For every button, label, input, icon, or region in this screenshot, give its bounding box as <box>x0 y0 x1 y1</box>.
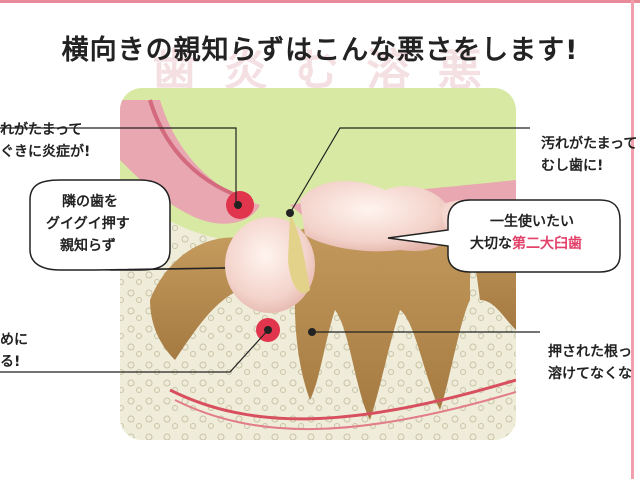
bubble-right-line2-highlight: 第二大臼歯 <box>512 236 582 252</box>
bubble-right-line2-prefix: 大切な <box>470 236 512 252</box>
callout-bottom-right-line2: 溶けてなくな <box>548 366 632 382</box>
right-border <box>631 0 634 479</box>
illustration-panel <box>120 88 516 440</box>
callout-top-right-line2: むし歯に! <box>541 158 604 174</box>
background-watermark-text: 歯 炎 む 溶 悪 <box>152 45 488 96</box>
callout-bottom-right-line1: 押された根っ <box>548 344 632 360</box>
bubble-left-line3: 親知らず <box>60 238 116 254</box>
callout-top-right-line1: 汚れがたまって <box>541 136 638 152</box>
callout-mid-left-line2: る! <box>0 354 21 370</box>
callout-top-left-line1: れがたまって <box>0 122 83 138</box>
bubble-left-line1: 隣の歯を <box>62 194 118 210</box>
page-title: 横向きの親知らずはこんな悪さをします! <box>61 35 579 66</box>
callout-top-left-line2: ぐきに炎症が! <box>0 144 91 160</box>
top-border <box>0 0 640 3</box>
bubble-right-line1: 一生使いたい <box>490 214 574 230</box>
bubble-right-line2: 大切な第二大臼歯 <box>470 234 582 255</box>
left-speech-bubble <box>29 179 226 271</box>
bubble-left-line2: グイグイ押す <box>46 216 130 232</box>
callout-mid-left-line1: めに <box>0 332 28 348</box>
right-speech-bubble <box>387 199 621 273</box>
